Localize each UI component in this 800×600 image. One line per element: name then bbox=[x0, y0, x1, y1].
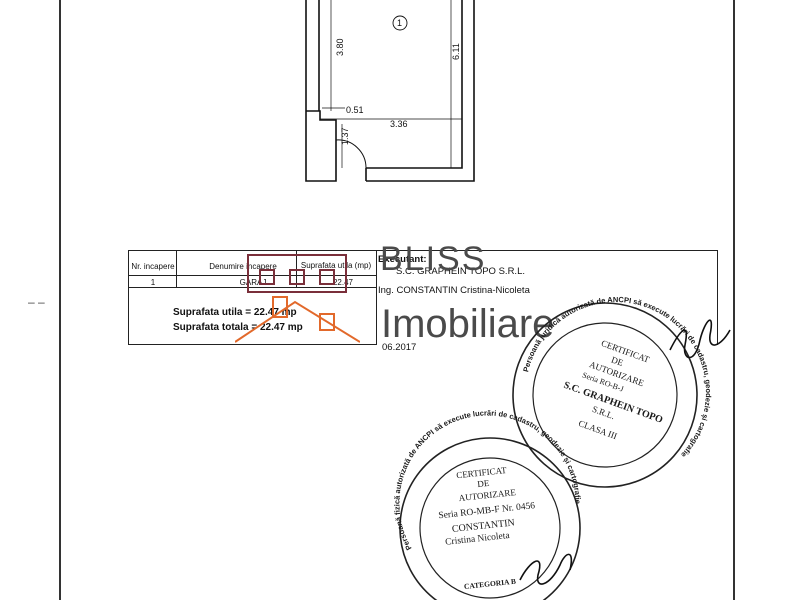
dim-inner-width: 3.36 bbox=[390, 119, 408, 129]
signature-bottom bbox=[519, 553, 573, 585]
summary-border-left bbox=[128, 287, 129, 345]
stamp-company-line-1: CERTIFICAT bbox=[600, 338, 651, 365]
logo-boxes bbox=[247, 254, 347, 293]
document-frame-right bbox=[733, 0, 735, 600]
dim-door-width: 1.37 bbox=[340, 127, 350, 145]
stamp-person-line-2: DE bbox=[477, 478, 490, 489]
table-col-divider-2 bbox=[296, 250, 297, 287]
plan-walls bbox=[305, 0, 475, 182]
stamp-person-line-7: CATEGORIA B bbox=[464, 577, 517, 591]
stamp-company-line-2: DE bbox=[610, 354, 625, 368]
stamp-person: Persoană fizică autorizată de ANCPI să e… bbox=[383, 399, 586, 600]
table-header-divider bbox=[128, 275, 376, 276]
dimension-lines bbox=[320, 0, 462, 168]
executant-date: 06.2017 bbox=[382, 342, 417, 353]
table-col-divider-3 bbox=[376, 250, 377, 345]
executant-label: Executant: bbox=[378, 254, 427, 265]
door-swing bbox=[335, 139, 367, 169]
signature-top bbox=[669, 319, 731, 359]
summary-totala: Suprafata totala = 22.47 mp bbox=[173, 322, 303, 333]
room-table: Nr. incapere Denumire incapere Suprafata… bbox=[128, 250, 718, 353]
executant-company: S.C. GRAPHEIN TOPO S.R.L. bbox=[396, 266, 525, 277]
table-border-left bbox=[128, 250, 129, 287]
summary-utila: Suprafata utila = 22.47 mp bbox=[173, 307, 297, 318]
dim-left-height: 3.80 bbox=[335, 38, 345, 56]
room-number-label: 1 bbox=[397, 18, 402, 28]
table-border-right bbox=[717, 250, 718, 345]
stamp-person-line-4: Seria RO-MB-F Nr. 0456 bbox=[438, 501, 536, 521]
summary-border-bottom bbox=[128, 344, 376, 345]
row-1-nr: 1 bbox=[150, 278, 156, 287]
watermark-line1: BLISS bbox=[380, 240, 487, 278]
table-row-divider bbox=[128, 287, 376, 288]
dim-offset-width: 0.51 bbox=[346, 105, 364, 115]
stamp-person-line-3: AUTORIZARE bbox=[458, 487, 517, 503]
floor-plan: 1 3.80 6.11 0.51 3.36 1.37 bbox=[305, 0, 475, 182]
logo-accent bbox=[235, 296, 360, 343]
dim-right-height: 6.11 bbox=[451, 43, 461, 60]
margin-mark: – – bbox=[28, 295, 45, 309]
document-frame-left bbox=[59, 0, 61, 600]
header-suprafata: Suprafata utila (mp) bbox=[300, 261, 372, 270]
watermark-logo bbox=[235, 254, 360, 343]
table-col-divider-1 bbox=[176, 250, 177, 287]
stamp-company-line-7: CLASA III bbox=[577, 418, 618, 441]
watermark-line2: Imobiliare bbox=[381, 302, 555, 346]
row-1-suprafata: 22.47 bbox=[332, 278, 354, 287]
row-1-denumire: GARAJ bbox=[239, 278, 267, 287]
stamp-company: Persoană juridică autorizată de ANCPI să… bbox=[511, 290, 740, 488]
executant-engineer: Ing. CONSTANTIN Cristina-Nicoleta bbox=[378, 285, 530, 296]
table-border-top bbox=[128, 250, 718, 251]
room-number-circle bbox=[392, 15, 408, 31]
header-nr: Nr. incapere bbox=[131, 262, 175, 271]
header-denumire: Denumire incapere bbox=[209, 262, 277, 271]
stamps: Persoană juridică autorizată de ANCPI să… bbox=[383, 290, 740, 600]
